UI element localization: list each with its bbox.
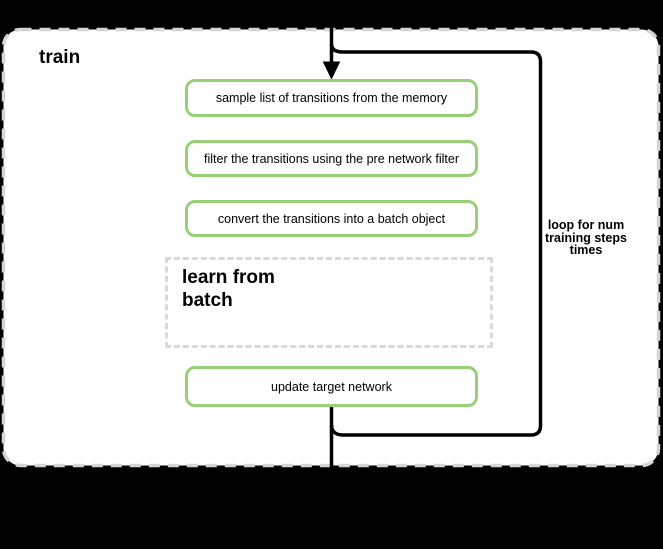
step-box-convert-batch: convert the transitions into a batch obj…: [185, 200, 478, 237]
arrow-down-icon: [322, 61, 341, 80]
group-box-learn-from-batch: learn from batch: [165, 257, 493, 348]
loop-annotation-line-3: times: [569, 243, 603, 257]
loop-annotation-line-1: loop for num: [547, 218, 625, 232]
container-title-train: train: [39, 47, 81, 68]
step-box-sample-transitions: sample list of transitions from the memo…: [185, 79, 478, 117]
group-box-label-line-2: batch: [182, 290, 233, 311]
loop-annotation-line-2: training steps: [545, 230, 627, 245]
loop-annotation: loop for num training steps times: [540, 219, 632, 257]
step-box-filter-transitions: filter the transitions using the pre net…: [185, 140, 478, 177]
group-box-label-line-1: learn from: [182, 267, 275, 288]
step-box-update-target-network: update target network: [185, 366, 478, 407]
loop-rectangle: [329, 43, 543, 437]
